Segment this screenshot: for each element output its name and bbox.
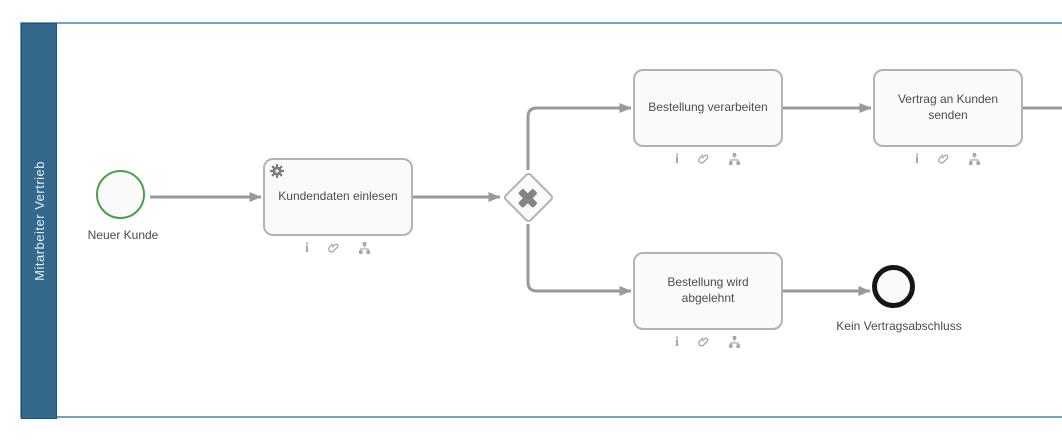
hierarchy-icon[interactable]: [358, 242, 371, 254]
end-event[interactable]: [872, 265, 915, 308]
task-marker-row: i: [633, 335, 783, 349]
info-icon[interactable]: i: [675, 151, 679, 167]
flow-gateway-to-bestellung-abgelehnt[interactable]: [526, 224, 632, 296]
info-icon[interactable]: i: [915, 151, 919, 167]
start-event[interactable]: [96, 170, 145, 219]
task-marker-row: i: [873, 152, 1023, 166]
task-label: Bestellung verarbeiten: [648, 100, 768, 115]
task-label: Kundendaten einlesen: [278, 189, 398, 204]
hierarchy-icon[interactable]: [728, 153, 741, 165]
paperclip-icon[interactable]: [694, 333, 712, 351]
start-event-label: Neuer Kunde: [87, 228, 159, 242]
paperclip-icon[interactable]: [324, 239, 342, 257]
task-bestellung-verarbeiten[interactable]: Bestellung verarbeiten: [633, 69, 783, 147]
task-marker-row: i: [633, 152, 783, 166]
task-kundendaten-einlesen[interactable]: Kundendaten einlesen: [263, 158, 413, 236]
hierarchy-icon[interactable]: [728, 336, 741, 348]
hierarchy-icon[interactable]: [968, 153, 981, 165]
task-bestellung-wird-abgelehnt[interactable]: Bestellung wird abgelehnt: [633, 252, 783, 330]
paperclip-icon[interactable]: [694, 150, 712, 168]
task-label: Vertrag an Kunden senden: [897, 92, 999, 122]
flow-gateway-to-bestellung-verarbeiten[interactable]: [526, 103, 632, 170]
task-vertrag-an-kunden-senden[interactable]: Vertrag an Kunden senden: [873, 69, 1023, 147]
info-icon[interactable]: i: [675, 334, 679, 350]
lane-header[interactable]: Mitarbeiter Vertrieb: [21, 23, 57, 419]
end-event-label: Kein Vertragsabschluss: [836, 319, 962, 333]
task-marker-row: i: [263, 241, 413, 255]
task-label: Bestellung wird abgelehnt: [667, 275, 749, 305]
info-icon[interactable]: i: [305, 240, 309, 256]
paperclip-icon[interactable]: [934, 150, 952, 168]
gear-icon: [270, 164, 284, 178]
